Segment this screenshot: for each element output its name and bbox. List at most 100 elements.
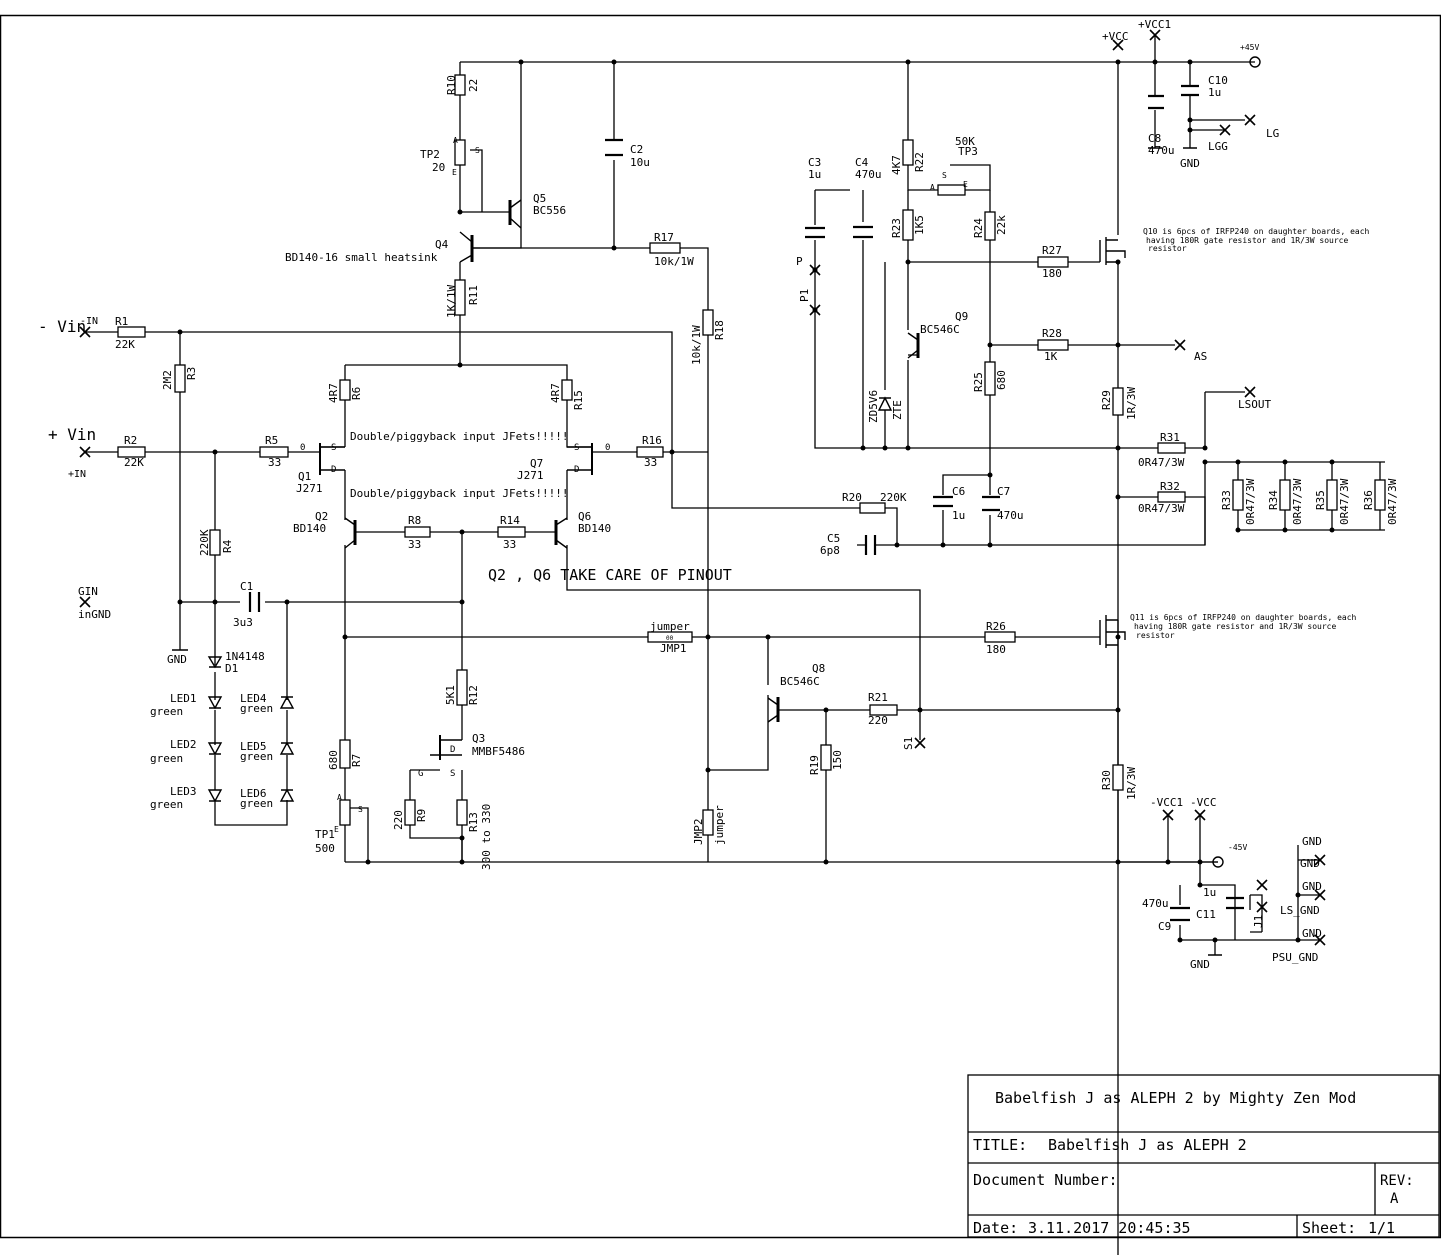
led2-ref: LED2 bbox=[170, 738, 197, 751]
led4-ref: LED4 bbox=[240, 692, 267, 705]
r23-value: 1K5 bbox=[913, 215, 926, 235]
r31-ref: R31 bbox=[1160, 431, 1180, 444]
q6-value: BD140 bbox=[578, 522, 611, 535]
r6-value: 4R7 bbox=[327, 383, 340, 403]
q8-value: BC546C bbox=[780, 675, 820, 688]
r26-value: 180 bbox=[986, 643, 1006, 656]
r23-ref: R23 bbox=[890, 218, 903, 238]
r29-value: 1R/3W bbox=[1125, 387, 1138, 420]
r14-value: 33 bbox=[503, 538, 516, 551]
led3-ref: LED3 bbox=[170, 785, 197, 798]
gnd-label-3: GND bbox=[1302, 835, 1322, 848]
pin-tp1-a: A bbox=[337, 793, 342, 802]
r25-ref: R25 bbox=[972, 372, 985, 392]
date-label: Date: bbox=[973, 1219, 1018, 1237]
pin-q1-s: S bbox=[331, 443, 336, 453]
pin-tp1-e: E bbox=[334, 825, 339, 834]
r36-value: 0R47/3W bbox=[1386, 478, 1399, 525]
tp1-ref: TP1 bbox=[315, 828, 335, 841]
r17-value: 10k/1W bbox=[654, 255, 694, 268]
r2-ref: R2 bbox=[124, 434, 137, 447]
q4-note: BD140-16 small heatsink bbox=[285, 251, 438, 264]
c4-ref: C4 bbox=[855, 156, 869, 169]
r7-ref: R7 bbox=[350, 754, 363, 767]
c10-value: 1u bbox=[1208, 86, 1221, 99]
jfet-note-bottom: Double/piggyback input JFets!!!!! bbox=[350, 487, 569, 500]
r27-value: 180 bbox=[1042, 267, 1062, 280]
c11-ref: C11 bbox=[1196, 908, 1216, 921]
port-ls-gnd: LS_GND bbox=[1280, 904, 1320, 917]
pinout-warning: Q2 , Q6 TAKE CARE OF PINOUT bbox=[488, 566, 732, 584]
r18-ref: R18 bbox=[713, 320, 726, 340]
port-ingnd: inGND bbox=[78, 608, 111, 621]
q9-value: BC546C bbox=[920, 323, 960, 336]
pin-q7-d: D bbox=[574, 465, 579, 475]
c6-ref: C6 bbox=[952, 485, 965, 498]
r30-ref: R30 bbox=[1100, 770, 1113, 790]
r13-value: 300 to 330 bbox=[480, 804, 493, 870]
port-lgg: LGG bbox=[1208, 140, 1228, 153]
r24-value: 22k bbox=[995, 215, 1008, 235]
c2-value: 10u bbox=[630, 156, 650, 169]
title-block: Babelfish J as ALEPH 2 by Mighty Zen Mod… bbox=[967, 1074, 1440, 1238]
led2-value: green bbox=[150, 752, 183, 765]
q7-ref: Q7 bbox=[530, 457, 543, 470]
r18-value: 10k/1W bbox=[690, 325, 703, 365]
c3-ref: C3 bbox=[808, 156, 821, 169]
r2-value: 22K bbox=[124, 456, 144, 469]
jmp2-ref: JMP2 bbox=[692, 819, 705, 846]
gnd-label-4: GND bbox=[1300, 857, 1320, 870]
j1-label: J1 bbox=[1252, 915, 1265, 928]
q10-note-1: Q10 is 6pcs of IRFP240 on daughter board… bbox=[1143, 227, 1370, 236]
r20-ref: R20 bbox=[842, 491, 862, 504]
q1-value: J271 bbox=[296, 482, 323, 495]
date-value: 3.11.2017 20:45:35 bbox=[1028, 1219, 1191, 1237]
r28-value: 1K bbox=[1044, 350, 1058, 363]
gnd-label-6: GND bbox=[1302, 927, 1322, 940]
r35-value: 0R47/3W bbox=[1338, 478, 1351, 525]
r6-ref: R6 bbox=[350, 387, 363, 400]
c7-value: 470u bbox=[997, 509, 1024, 522]
led1-ref: LED1 bbox=[170, 692, 197, 705]
port-minus-vin: - Vin bbox=[38, 317, 86, 336]
wires bbox=[85, 35, 1385, 1255]
port-mvcc: -VCC bbox=[1190, 796, 1217, 809]
transistors bbox=[319, 199, 1126, 760]
r26-ref: R26 bbox=[986, 620, 1006, 633]
r33-ref: R33 bbox=[1220, 490, 1233, 510]
pin-tp1-s: S bbox=[358, 805, 363, 814]
sheet-value: 1/1 bbox=[1368, 1219, 1395, 1237]
q5-ref: Q5 bbox=[533, 192, 546, 205]
q10-note-3: resistor bbox=[1148, 244, 1187, 253]
r24-ref: R24 bbox=[972, 218, 985, 238]
jfet-note-top: Double/piggyback input JFets!!!!! bbox=[350, 430, 569, 443]
c10-ref: C10 bbox=[1208, 74, 1228, 87]
r4-ref: R4 bbox=[221, 539, 234, 553]
c8-ref: C8 bbox=[1148, 132, 1161, 145]
q11-note-3: resistor bbox=[1136, 631, 1175, 640]
r35-ref: R35 bbox=[1314, 490, 1327, 510]
rev-label: REV: bbox=[1380, 1173, 1414, 1189]
jmp1-ref: JMP1 bbox=[660, 642, 687, 655]
c11-value: 1u bbox=[1203, 886, 1216, 899]
s1-label: S1 bbox=[902, 737, 915, 750]
title-block-heading: Babelfish J as ALEPH 2 by Mighty Zen Mod bbox=[995, 1089, 1356, 1107]
c2-ref: C2 bbox=[630, 143, 643, 156]
port-lg: LG bbox=[1266, 127, 1279, 140]
q8-ref: Q8 bbox=[812, 662, 825, 675]
resistor-bodies bbox=[117, 74, 1386, 836]
q3-ref: Q3 bbox=[472, 732, 485, 745]
port-as: AS bbox=[1194, 350, 1207, 363]
r12-ref: R12 bbox=[467, 685, 480, 705]
c5-value: 6p8 bbox=[820, 544, 840, 557]
r5-value: 33 bbox=[268, 456, 281, 469]
r22-value: 4K7 bbox=[890, 155, 903, 175]
title-value: Babelfish J as ALEPH 2 bbox=[1048, 1136, 1247, 1154]
r10-value: 22 bbox=[467, 79, 480, 92]
r29-ref: R29 bbox=[1100, 390, 1113, 410]
r13-ref: R13 bbox=[467, 812, 480, 832]
r16-ref: R16 bbox=[642, 434, 662, 447]
c9-value: 470u bbox=[1142, 897, 1169, 910]
pin-q3-g: G bbox=[418, 769, 423, 779]
tp2-value: 20 bbox=[432, 161, 445, 174]
